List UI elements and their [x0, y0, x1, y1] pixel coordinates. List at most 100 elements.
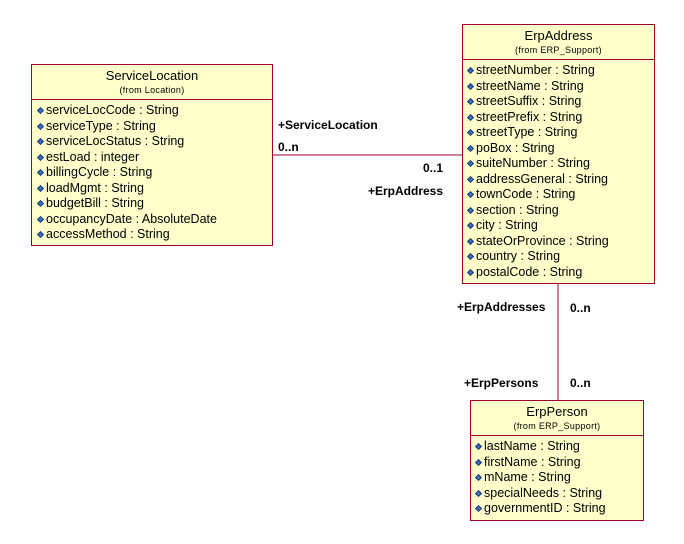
attribute-icon: [36, 200, 45, 208]
class-package: (from ERP_Support): [513, 421, 601, 431]
class-name: ErpPerson: [526, 404, 588, 419]
class-service-location[interactable]: ServiceLocation (from Location) serviceL…: [31, 64, 273, 246]
attribute-row[interactable]: city : String: [466, 218, 654, 234]
attribute-icon: [466, 144, 475, 152]
attribute-text: country : String: [476, 249, 561, 263]
attribute-text: billingCycle : String: [46, 165, 153, 179]
attribute-text: streetName : String: [476, 78, 584, 93]
attribute-row[interactable]: section : String: [466, 202, 654, 219]
role-label-erp-persons: +ErpPersons: [464, 376, 539, 390]
attribute-row[interactable]: streetPrefix : String: [466, 110, 654, 126]
attribute-row[interactable]: serviceLocStatus : String: [36, 134, 272, 150]
attribute-icon: [466, 82, 475, 90]
attribute-icon: [466, 175, 475, 183]
attribute-text: serviceLocStatus : String: [46, 134, 185, 148]
attribute-list: lastName : String firstName : String mNa…: [471, 436, 643, 517]
attribute-text: firstName : String: [484, 454, 581, 469]
attribute-text: stateOrProvince : String: [476, 233, 609, 248]
attribute-row[interactable]: loadMgmt : String: [36, 180, 272, 197]
attribute-row[interactable]: suiteNumber : String: [466, 156, 654, 172]
attribute-icon: [474, 505, 483, 513]
class-name: ErpAddress: [524, 28, 593, 43]
attribute-icon: [466, 253, 475, 261]
attribute-row[interactable]: specialNeeds : String: [474, 485, 643, 502]
class-header: ErpAddress (from ERP_Support): [463, 25, 654, 60]
attribute-icon: [466, 67, 475, 75]
class-package: (from Location): [119, 85, 185, 95]
attribute-row[interactable]: estLoad : integer: [36, 149, 272, 166]
attribute-text: specialNeeds : String: [484, 485, 603, 500]
attribute-row[interactable]: serviceLocCode : String: [36, 103, 272, 119]
class-name: ServiceLocation: [105, 68, 199, 83]
attribute-icon: [36, 107, 45, 115]
attribute-text: mName : String: [484, 470, 571, 484]
role-label-erp-address: +ErpAddress: [368, 184, 444, 198]
role-label-erp-addresses: +ErpAddresses: [457, 300, 546, 314]
attribute-row[interactable]: townCode : String: [466, 187, 654, 203]
attribute-row[interactable]: stateOrProvince : String: [466, 233, 654, 250]
attribute-text: estLoad : integer: [46, 149, 140, 164]
attribute-icon: [466, 129, 475, 137]
attribute-row[interactable]: streetType : String: [466, 125, 654, 141]
attribute-row[interactable]: country : String: [466, 249, 654, 265]
attribute-row[interactable]: addressGeneral : String: [466, 171, 654, 188]
class-erp-address[interactable]: ErpAddress (from ERP_Support) streetNumb…: [462, 24, 655, 284]
attribute-text: governmentID : String: [484, 501, 606, 515]
attribute-icon: [36, 153, 45, 161]
attribute-icon: [466, 206, 475, 214]
attribute-row[interactable]: billingCycle : String: [36, 165, 272, 181]
role-label-service-location: +ServiceLocation: [278, 118, 378, 132]
attribute-text: section : String: [476, 202, 559, 217]
attribute-row[interactable]: budgetBill : String: [36, 196, 272, 212]
attribute-icon: [36, 122, 45, 130]
attribute-text: streetNumber : String: [476, 63, 595, 77]
attribute-row[interactable]: serviceType : String: [36, 118, 272, 135]
attribute-icon: [474, 458, 483, 466]
attribute-icon: [474, 489, 483, 497]
attribute-row[interactable]: streetSuffix : String: [466, 94, 654, 110]
attribute-icon: [466, 160, 475, 168]
attribute-text: addressGeneral : String: [476, 171, 609, 186]
attribute-text: serviceLocCode : String: [46, 103, 179, 117]
attribute-icon: [466, 237, 475, 245]
attribute-icon: [466, 98, 475, 106]
attribute-icon: [36, 215, 45, 223]
class-package: (from ERP_Support): [515, 45, 602, 55]
attribute-row[interactable]: governmentID : String: [474, 501, 643, 517]
multiplicity-label-erp-addresses: 0..n: [570, 301, 591, 315]
attribute-list: serviceLocCode : String serviceType : St…: [32, 100, 272, 243]
attribute-row[interactable]: lastName : String: [474, 439, 643, 455]
attribute-text: streetSuffix : String: [476, 94, 582, 108]
attribute-icon: [36, 138, 45, 146]
attribute-icon: [474, 474, 483, 482]
attribute-icon: [466, 268, 475, 276]
attribute-text: city : String: [476, 218, 538, 232]
attribute-icon: [36, 169, 45, 177]
attribute-row[interactable]: mName : String: [474, 470, 643, 486]
attribute-row[interactable]: occupancyDate : AbsoluteDate: [36, 212, 272, 228]
attribute-row[interactable]: poBox : String: [466, 140, 654, 157]
attribute-text: serviceType : String: [46, 118, 156, 133]
attribute-text: streetType : String: [476, 125, 578, 139]
class-header: ErpPerson (from ERP_Support): [471, 401, 643, 436]
multiplicity-label-service-location: 0..n: [278, 140, 299, 154]
attribute-icon: [36, 184, 45, 192]
attribute-text: poBox : String: [476, 140, 555, 155]
multiplicity-label-erp-persons: 0..n: [570, 376, 591, 390]
attribute-row[interactable]: streetNumber : String: [466, 63, 654, 79]
attribute-icon: [36, 231, 45, 239]
attribute-list: streetNumber : String streetName : Strin…: [463, 60, 654, 280]
attribute-text: suiteNumber : String: [476, 156, 590, 170]
attribute-row[interactable]: accessMethod : String: [36, 227, 272, 243]
attribute-row[interactable]: postalCode : String: [466, 265, 654, 281]
attribute-row[interactable]: firstName : String: [474, 454, 643, 471]
attribute-text: accessMethod : String: [46, 227, 170, 241]
attribute-text: loadMgmt : String: [46, 180, 144, 195]
attribute-row[interactable]: streetName : String: [466, 78, 654, 95]
class-erp-person[interactable]: ErpPerson (from ERP_Support) lastName : …: [470, 400, 644, 521]
attribute-icon: [466, 113, 475, 121]
attribute-text: lastName : String: [484, 439, 580, 453]
attribute-icon: [466, 222, 475, 230]
multiplicity-label-erp-address: 0..1: [423, 161, 444, 175]
